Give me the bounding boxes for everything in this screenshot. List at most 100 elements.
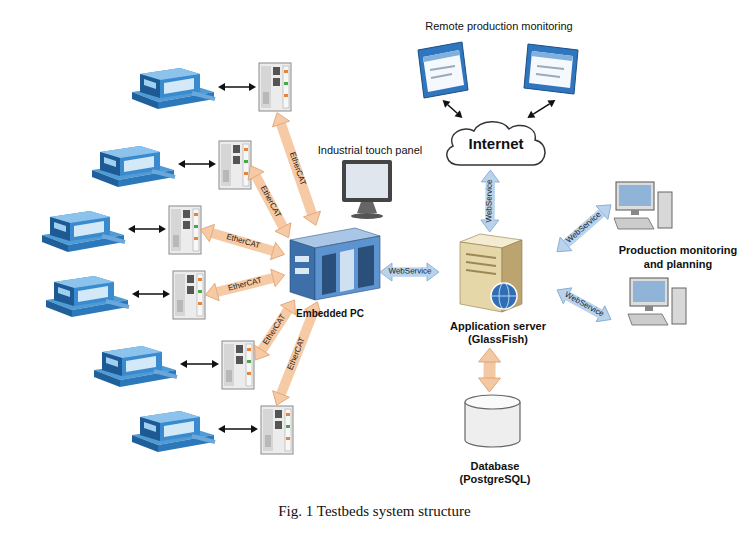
pc-screen — [633, 281, 665, 302]
workstation-group: Production monitoring and planning — [611, 180, 745, 335]
machine-icon — [46, 276, 129, 317]
panel-base — [351, 213, 383, 219]
server-bay — [466, 270, 496, 274]
figure-caption: Fig. 1 Testbeds system structure — [0, 503, 749, 520]
node-text: Internet — [468, 135, 523, 153]
bus-label: EtherCAT — [223, 232, 262, 251]
server-node: Application server (GlassFish) — [439, 232, 557, 348]
machine-icon — [92, 146, 175, 187]
service-arrow — [485, 182, 494, 220]
remote-screen-line — [430, 66, 455, 70]
pc-monitor — [616, 182, 654, 210]
embedded-pc-node: Embedded PC — [280, 226, 380, 322]
node-text: Application server (GlassFish) — [441, 320, 555, 346]
pc-figure — [628, 278, 686, 325]
panel-stand — [357, 202, 377, 213]
pc-slot — [340, 249, 354, 292]
cloud-node: Internet — [440, 118, 552, 170]
remote-screen-content — [529, 51, 573, 88]
database-node: Database (PostgreSQL) — [439, 392, 551, 488]
server-bay — [466, 254, 496, 258]
pc-monitor — [630, 278, 668, 306]
pc-port — [295, 268, 309, 274]
io-arrow — [135, 228, 159, 230]
pc-slot — [358, 245, 374, 288]
node-text: Industrial touch panel — [318, 144, 423, 157]
node-text: Production monitoring and planning — [613, 244, 743, 270]
io-arrow — [185, 163, 209, 165]
panel-screen — [346, 164, 388, 198]
link-arrow — [533, 104, 549, 114]
panel-frame — [342, 160, 392, 202]
remote-screen-line — [431, 74, 452, 78]
io-module-icon — [173, 271, 205, 319]
bus-label: EtherCAT — [286, 334, 309, 373]
remote-screen-line — [536, 74, 560, 77]
remote-screen — [524, 44, 578, 94]
service-arrow — [484, 362, 496, 378]
edge-label: WebService — [485, 177, 494, 224]
node-text: Database (PostgreSQL) — [441, 460, 549, 486]
io-module-icon — [169, 206, 201, 254]
pc-screen — [619, 185, 651, 206]
pc-tower — [658, 192, 672, 228]
pc-port — [295, 256, 309, 262]
pc-keyboard — [628, 314, 668, 325]
edge-label: WebService — [561, 290, 606, 320]
ethercat-arrow — [256, 176, 283, 227]
link-arrow — [448, 105, 457, 114]
remote-monitoring-group: Remote production monitoring — [408, 18, 590, 100]
pc-keyboard — [614, 218, 654, 229]
pc-figure — [614, 182, 672, 229]
bus-label: EtherCAT — [261, 311, 289, 348]
remote-screen-bar — [423, 50, 460, 62]
service-arrow — [568, 296, 601, 314]
io-arrow — [139, 293, 163, 295]
machine-icon — [132, 411, 215, 452]
cloud-shape — [447, 122, 545, 165]
ethercat-arrows — [212, 124, 313, 394]
remote-screen-content — [423, 50, 464, 92]
io-arrow — [225, 428, 251, 430]
node-text: Embedded PC — [296, 308, 364, 320]
bus-label: EtherCAT — [257, 182, 283, 220]
service-arrow — [392, 268, 427, 277]
server-globe — [491, 283, 517, 309]
ethercat-arrow — [262, 310, 288, 350]
pc-slot — [322, 253, 336, 295]
io-module-icon — [222, 341, 254, 389]
service-arrow — [566, 213, 602, 244]
remote-screen — [418, 42, 468, 98]
ethercat-arrow — [217, 278, 273, 292]
remote-screens-figure — [418, 42, 578, 98]
pc-stand — [631, 210, 639, 215]
bus-label: EtherCAT — [225, 276, 265, 294]
machine-icon — [42, 211, 125, 252]
remote-screen-line — [537, 66, 564, 69]
machine-icon — [132, 68, 215, 109]
pc-front — [290, 240, 315, 300]
io-arrow — [225, 86, 249, 88]
pc-stand — [645, 306, 653, 311]
bus-label: EtherCAT — [286, 149, 307, 188]
globe-equator — [491, 296, 517, 297]
machine-icon — [94, 346, 177, 387]
embedded-pc-figure — [290, 228, 380, 300]
edge-label: WebService — [386, 268, 433, 277]
cloud-outline — [440, 118, 552, 170]
database-figure — [465, 395, 520, 447]
io-module-icon — [219, 141, 251, 189]
server-figure — [460, 234, 522, 312]
server-bay — [466, 262, 496, 266]
machine-io-arrows — [135, 87, 251, 429]
pc-tower — [672, 288, 686, 324]
pc-side — [315, 236, 380, 300]
touch-panel-figure — [342, 160, 392, 219]
io-module-icon — [259, 63, 291, 111]
